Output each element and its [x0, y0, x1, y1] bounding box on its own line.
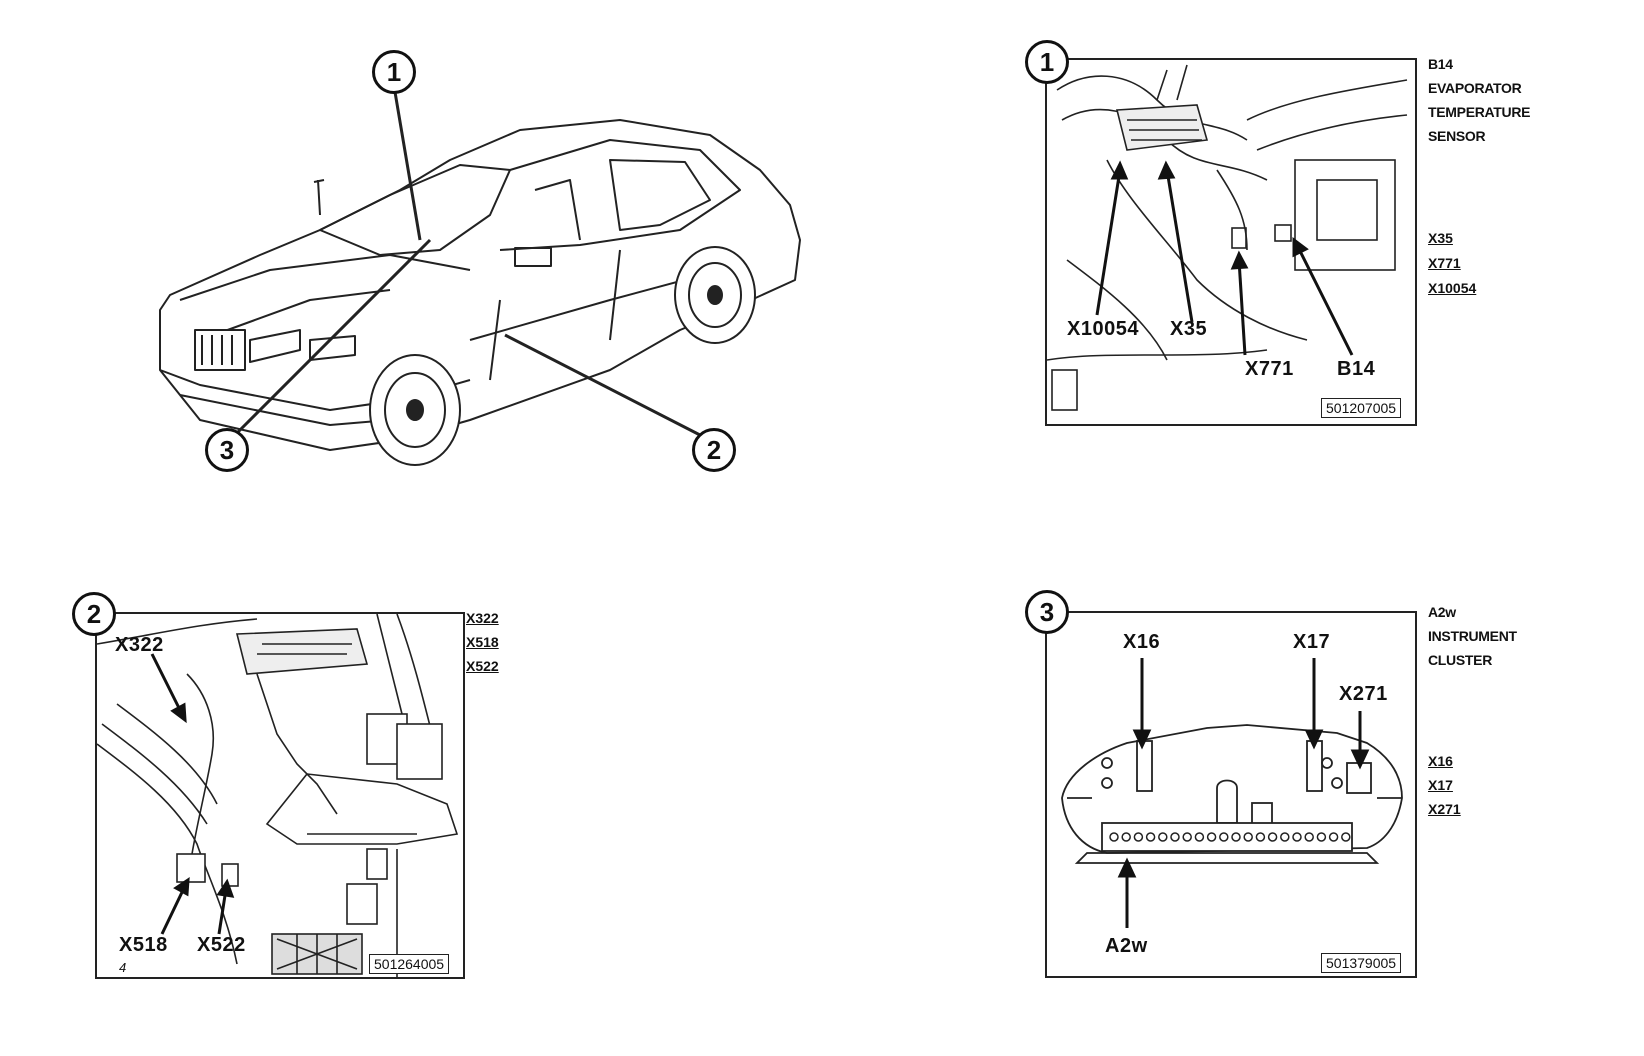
panel-2-number: 2: [72, 592, 116, 636]
connector-pin: [1121, 832, 1131, 842]
connector-pin: [1206, 832, 1217, 842]
callout-x522: X522: [197, 934, 246, 956]
figure-id-panel-2: 501264005: [369, 954, 450, 974]
panel-1-component-description: B14 EVAPORATOR TEMPERATURE SENSOR: [1428, 52, 1531, 148]
connector-pin: [1133, 832, 1144, 842]
callout-x322: X322: [115, 634, 164, 656]
component-line-2: CLUSTER: [1428, 652, 1493, 668]
connector-pin: [1316, 832, 1327, 842]
callout-b14: B14: [1337, 358, 1376, 380]
overview-marker-2: 2: [692, 428, 736, 472]
component-code-b14: B14: [1428, 56, 1453, 72]
ref-x10054[interactable]: X10054: [1428, 280, 1477, 296]
overview-marker-1: 1: [372, 50, 416, 94]
panel-3-number: 3: [1025, 590, 1069, 634]
panel-1-number: 1: [1025, 40, 1069, 84]
connector-pin: [1145, 832, 1156, 842]
ref-x322[interactable]: X322: [466, 610, 499, 626]
panel-2-illustration: [97, 614, 459, 977]
connector-pin: [1158, 832, 1168, 842]
figure-id-panel-1: 501207005: [1321, 398, 1402, 418]
callout-x17: X17: [1293, 631, 1331, 653]
component-line-3: SENSOR: [1428, 128, 1486, 144]
ref-x35[interactable]: X35: [1428, 230, 1453, 246]
component-code-a2w: A2w: [1428, 604, 1456, 620]
connector-pin: [1194, 832, 1205, 842]
connector-pin: [1255, 832, 1266, 842]
panel-1-illustration: [1047, 64, 1408, 411]
connector-pin: [1304, 832, 1314, 842]
connector-pin: [1170, 832, 1180, 842]
connector-pin: [1292, 832, 1302, 842]
component-line-1: INSTRUMENT: [1428, 628, 1517, 644]
panel-3-instrument-cluster: X16 X17 X271 A2w 501379005: [1045, 611, 1417, 978]
ref-x17[interactable]: X17: [1428, 777, 1453, 793]
ref-x771[interactable]: X771: [1428, 255, 1461, 271]
connector-pin-row: [1109, 832, 1351, 842]
connector-pin: [1219, 832, 1229, 842]
overview-marker-3: 3: [205, 428, 249, 472]
panel-2-footwell-connectors: X322 X518 X522 501264005 4: [95, 612, 465, 979]
callout-a2w: A2w: [1105, 935, 1148, 957]
ref-x518[interactable]: X518: [466, 634, 499, 650]
connector-pin: [1328, 832, 1339, 842]
connector-pin: [1109, 832, 1119, 842]
ref-x271[interactable]: X271: [1428, 801, 1461, 817]
figure-id-panel-3: 501379005: [1321, 953, 1402, 973]
panel-1-evaporator-sensor: X10054 X35 X771 B14 501207005: [1045, 58, 1417, 426]
callout-x518: X518: [119, 934, 168, 956]
car-overview-illustration: [159, 91, 801, 466]
component-line-1: EVAPORATOR: [1428, 80, 1522, 96]
callout-x16: X16: [1123, 631, 1161, 653]
connector-pin: [1243, 832, 1253, 842]
callout-x35: X35: [1170, 318, 1208, 340]
connector-pin: [1341, 832, 1351, 842]
panel-3-illustration: [1061, 658, 1403, 928]
connector-pin: [1280, 832, 1290, 842]
component-line-2: TEMPERATURE: [1428, 104, 1531, 120]
callout-x10054: X10054: [1067, 318, 1139, 340]
connector-pin: [1231, 832, 1241, 842]
ref-x522[interactable]: X522: [466, 658, 499, 674]
connector-pin: [1267, 832, 1278, 842]
panel-3-component-description: A2w INSTRUMENT CLUSTER: [1428, 600, 1517, 672]
panel-2-corner-mark: 4: [119, 960, 127, 975]
callout-x771: X771: [1245, 358, 1294, 380]
ref-x16[interactable]: X16: [1428, 753, 1453, 769]
connector-pin: [1182, 832, 1192, 842]
callout-x271: X271: [1339, 683, 1388, 705]
